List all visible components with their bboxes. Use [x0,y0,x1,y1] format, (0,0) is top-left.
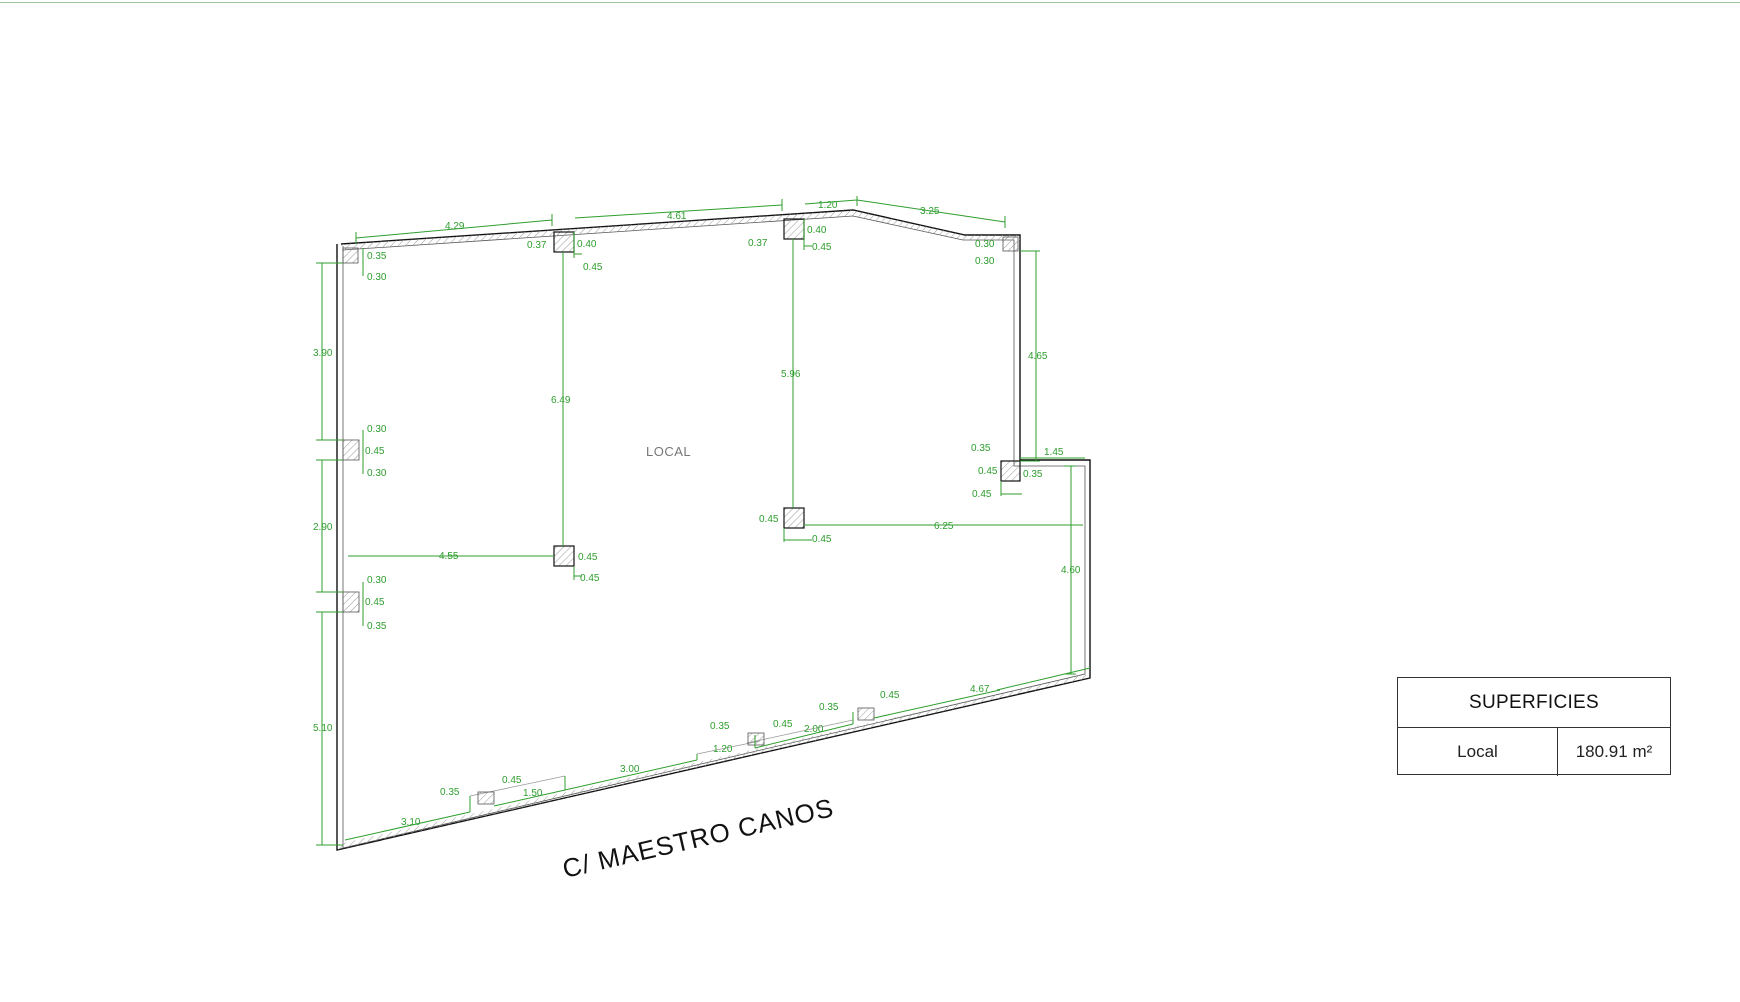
dim-label: 3.90 [313,348,333,359]
room-label: LOCAL [646,444,691,459]
dim-label: 0.37 [527,240,547,251]
dim-label: 0.45 [812,242,832,253]
dim-label: 0.30 [367,272,387,283]
dim-label: 0.30 [975,239,995,250]
pilaster [342,439,360,461]
dim-label: 0.45 [502,775,522,786]
dim-label: 1.20 [713,744,733,755]
wall-outer [336,209,1091,851]
dim-label: 0.45 [972,489,992,500]
table-row: Local 180.91 m² [1398,728,1670,776]
dim-label: 4.29 [445,221,465,232]
pilaster [747,732,765,746]
dim-label: 0.45 [759,514,779,525]
column [553,231,575,253]
pilaster [477,791,495,805]
dim-label: 3.25 [920,206,940,217]
wall-hatch-bottom [337,674,1090,850]
column [553,545,575,567]
dim-label: 0.35 [367,251,387,262]
wall-gap-lines [469,719,854,797]
dim-label: 4.61 [667,211,687,222]
dim-label: 1.20 [818,200,838,211]
areas-table: SUPERFICIES Local 180.91 m² [1397,677,1671,776]
dim-label: 6.25 [934,521,954,532]
dim-label: 4.65 [1028,351,1048,362]
pilaster [857,707,875,721]
dim-label: 0.35 [367,621,387,632]
dim-label: 0.30 [975,256,995,267]
dim-label: 0.30 [367,468,387,479]
dimension-lines [316,196,1091,846]
columns [342,218,1021,805]
dim-label: 0.45 [773,719,793,730]
dim-label: 0.45 [578,552,598,563]
dim-label: 0.40 [807,225,827,236]
column [783,218,805,240]
dim-label: 5.96 [781,369,801,380]
dim-label: 6.49 [551,395,571,406]
dim-label: 2.00 [804,724,824,735]
dim-label: 0.35 [819,702,839,713]
dim-label: 0.30 [367,575,387,586]
dim-label: 3.10 [401,817,421,828]
pilaster [342,591,360,613]
pilaster [1002,236,1019,252]
dim-label: 4.60 [1061,565,1081,576]
dim-label: 0.35 [710,721,730,732]
column [783,507,805,529]
pilaster [342,247,359,264]
dim-label: 4.67 [970,684,990,695]
dim-label: 0.37 [748,238,768,249]
dim-label: 0.35 [971,443,991,454]
dim-label: 0.45 [365,597,385,608]
top-border-line [0,2,1740,3]
area-value-cell: 180.91 m² [1575,742,1653,761]
dim-label: 0.35 [1023,469,1043,480]
dim-label: 0.45 [583,262,603,273]
dim-label: 3.00 [620,764,640,775]
street-label: C/ MAESTRO CANOS [560,792,837,884]
dim-label: 0.45 [365,446,385,457]
areas-table-title: SUPERFICIES [1398,678,1670,728]
dim-label: 0.45 [812,534,832,545]
dim-label: 2.90 [313,522,333,533]
dim-label: 0.40 [577,239,597,250]
dim-label: 0.35 [440,787,460,798]
dim-label: 0.45 [978,466,998,477]
dim-label: 0.30 [367,424,387,435]
area-name-cell: Local [1398,728,1558,776]
dim-label: 1.45 [1044,447,1064,458]
dim-label: 5.10 [313,723,333,734]
dim-label: 1.50 [523,788,543,799]
dimension-labels: 4.29 4.61 1.20 3.25 0.37 0.40 0.45 0.37 … [313,200,1081,828]
dim-label: 4.55 [439,551,459,562]
dim-label: 0.45 [880,690,900,701]
dim-label: 0.45 [580,573,600,584]
column [1000,460,1021,482]
